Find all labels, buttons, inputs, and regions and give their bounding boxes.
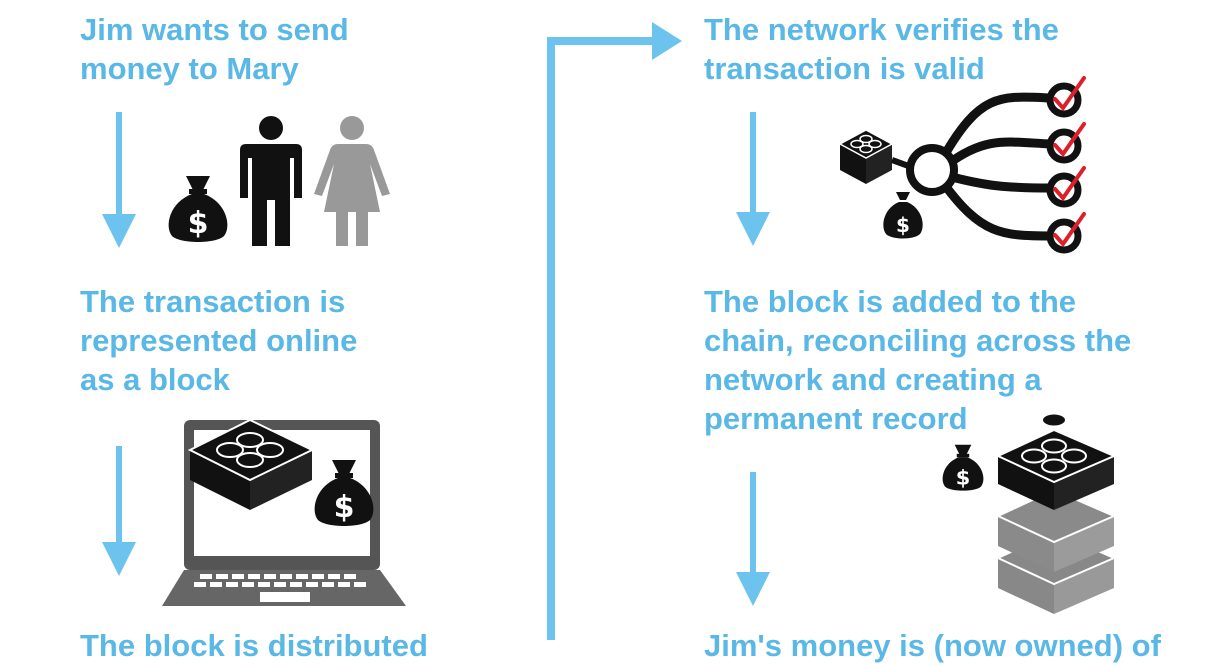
money-bag-icon: $	[314, 460, 374, 526]
man-icon	[240, 116, 302, 246]
svg-text:$: $	[188, 206, 209, 241]
step-1-line-1: Jim wants to send	[80, 12, 349, 47]
step-3-line-1: The block is distributed	[80, 628, 428, 663]
svg-text:$: $	[896, 213, 910, 237]
step-2-line-2: represented online	[80, 323, 358, 358]
arrow-down-icon	[102, 112, 136, 248]
step-5-text: The block is added to the chain, reconci…	[704, 282, 1131, 438]
step-1-text: Jim wants to send money to Mary	[80, 10, 349, 88]
step-5-line-1: The block is added to the	[704, 284, 1077, 319]
step-5-line-4: permanent record	[704, 401, 968, 436]
step-6-line-1: Jim's money is (now owned) of	[704, 628, 1161, 663]
network-node-icon: $	[838, 76, 1086, 254]
step-2-line-3: as a block	[80, 362, 230, 397]
lego-block-icon	[838, 129, 894, 184]
block-stack-icon	[995, 412, 1117, 614]
svg-text:$: $	[956, 465, 971, 489]
step-2-text: The transaction is represented online as…	[80, 282, 357, 399]
arrow-down-icon	[736, 472, 770, 606]
step-4-line-1: The network verifies the	[704, 12, 1059, 47]
connector-arrow-icon	[547, 22, 682, 640]
lego-block-icon	[187, 418, 315, 510]
step-4-line-2: transaction is valid	[704, 51, 985, 86]
arrow-down-icon	[736, 112, 770, 246]
checkmark-icon	[1046, 76, 1086, 254]
money-bag-icon: $	[883, 192, 923, 239]
step-6-text: Jim's money is (now owned) of	[704, 626, 1161, 665]
woman-icon	[314, 116, 390, 246]
step-5-line-3: network and creating a	[704, 362, 1042, 397]
svg-text:$: $	[334, 490, 355, 525]
step-3-text: The block is distributed	[80, 626, 428, 665]
money-bag-icon: $	[168, 176, 228, 242]
step-1-line-2: money to Mary	[80, 51, 299, 86]
step-4-text: The network verifies the transaction is …	[704, 10, 1059, 88]
step-2-line-1: The transaction is	[80, 284, 346, 319]
money-bag-icon: $	[942, 444, 984, 491]
arrow-down-icon	[102, 446, 136, 576]
step-5-line-2: chain, reconciling across the	[704, 323, 1132, 358]
